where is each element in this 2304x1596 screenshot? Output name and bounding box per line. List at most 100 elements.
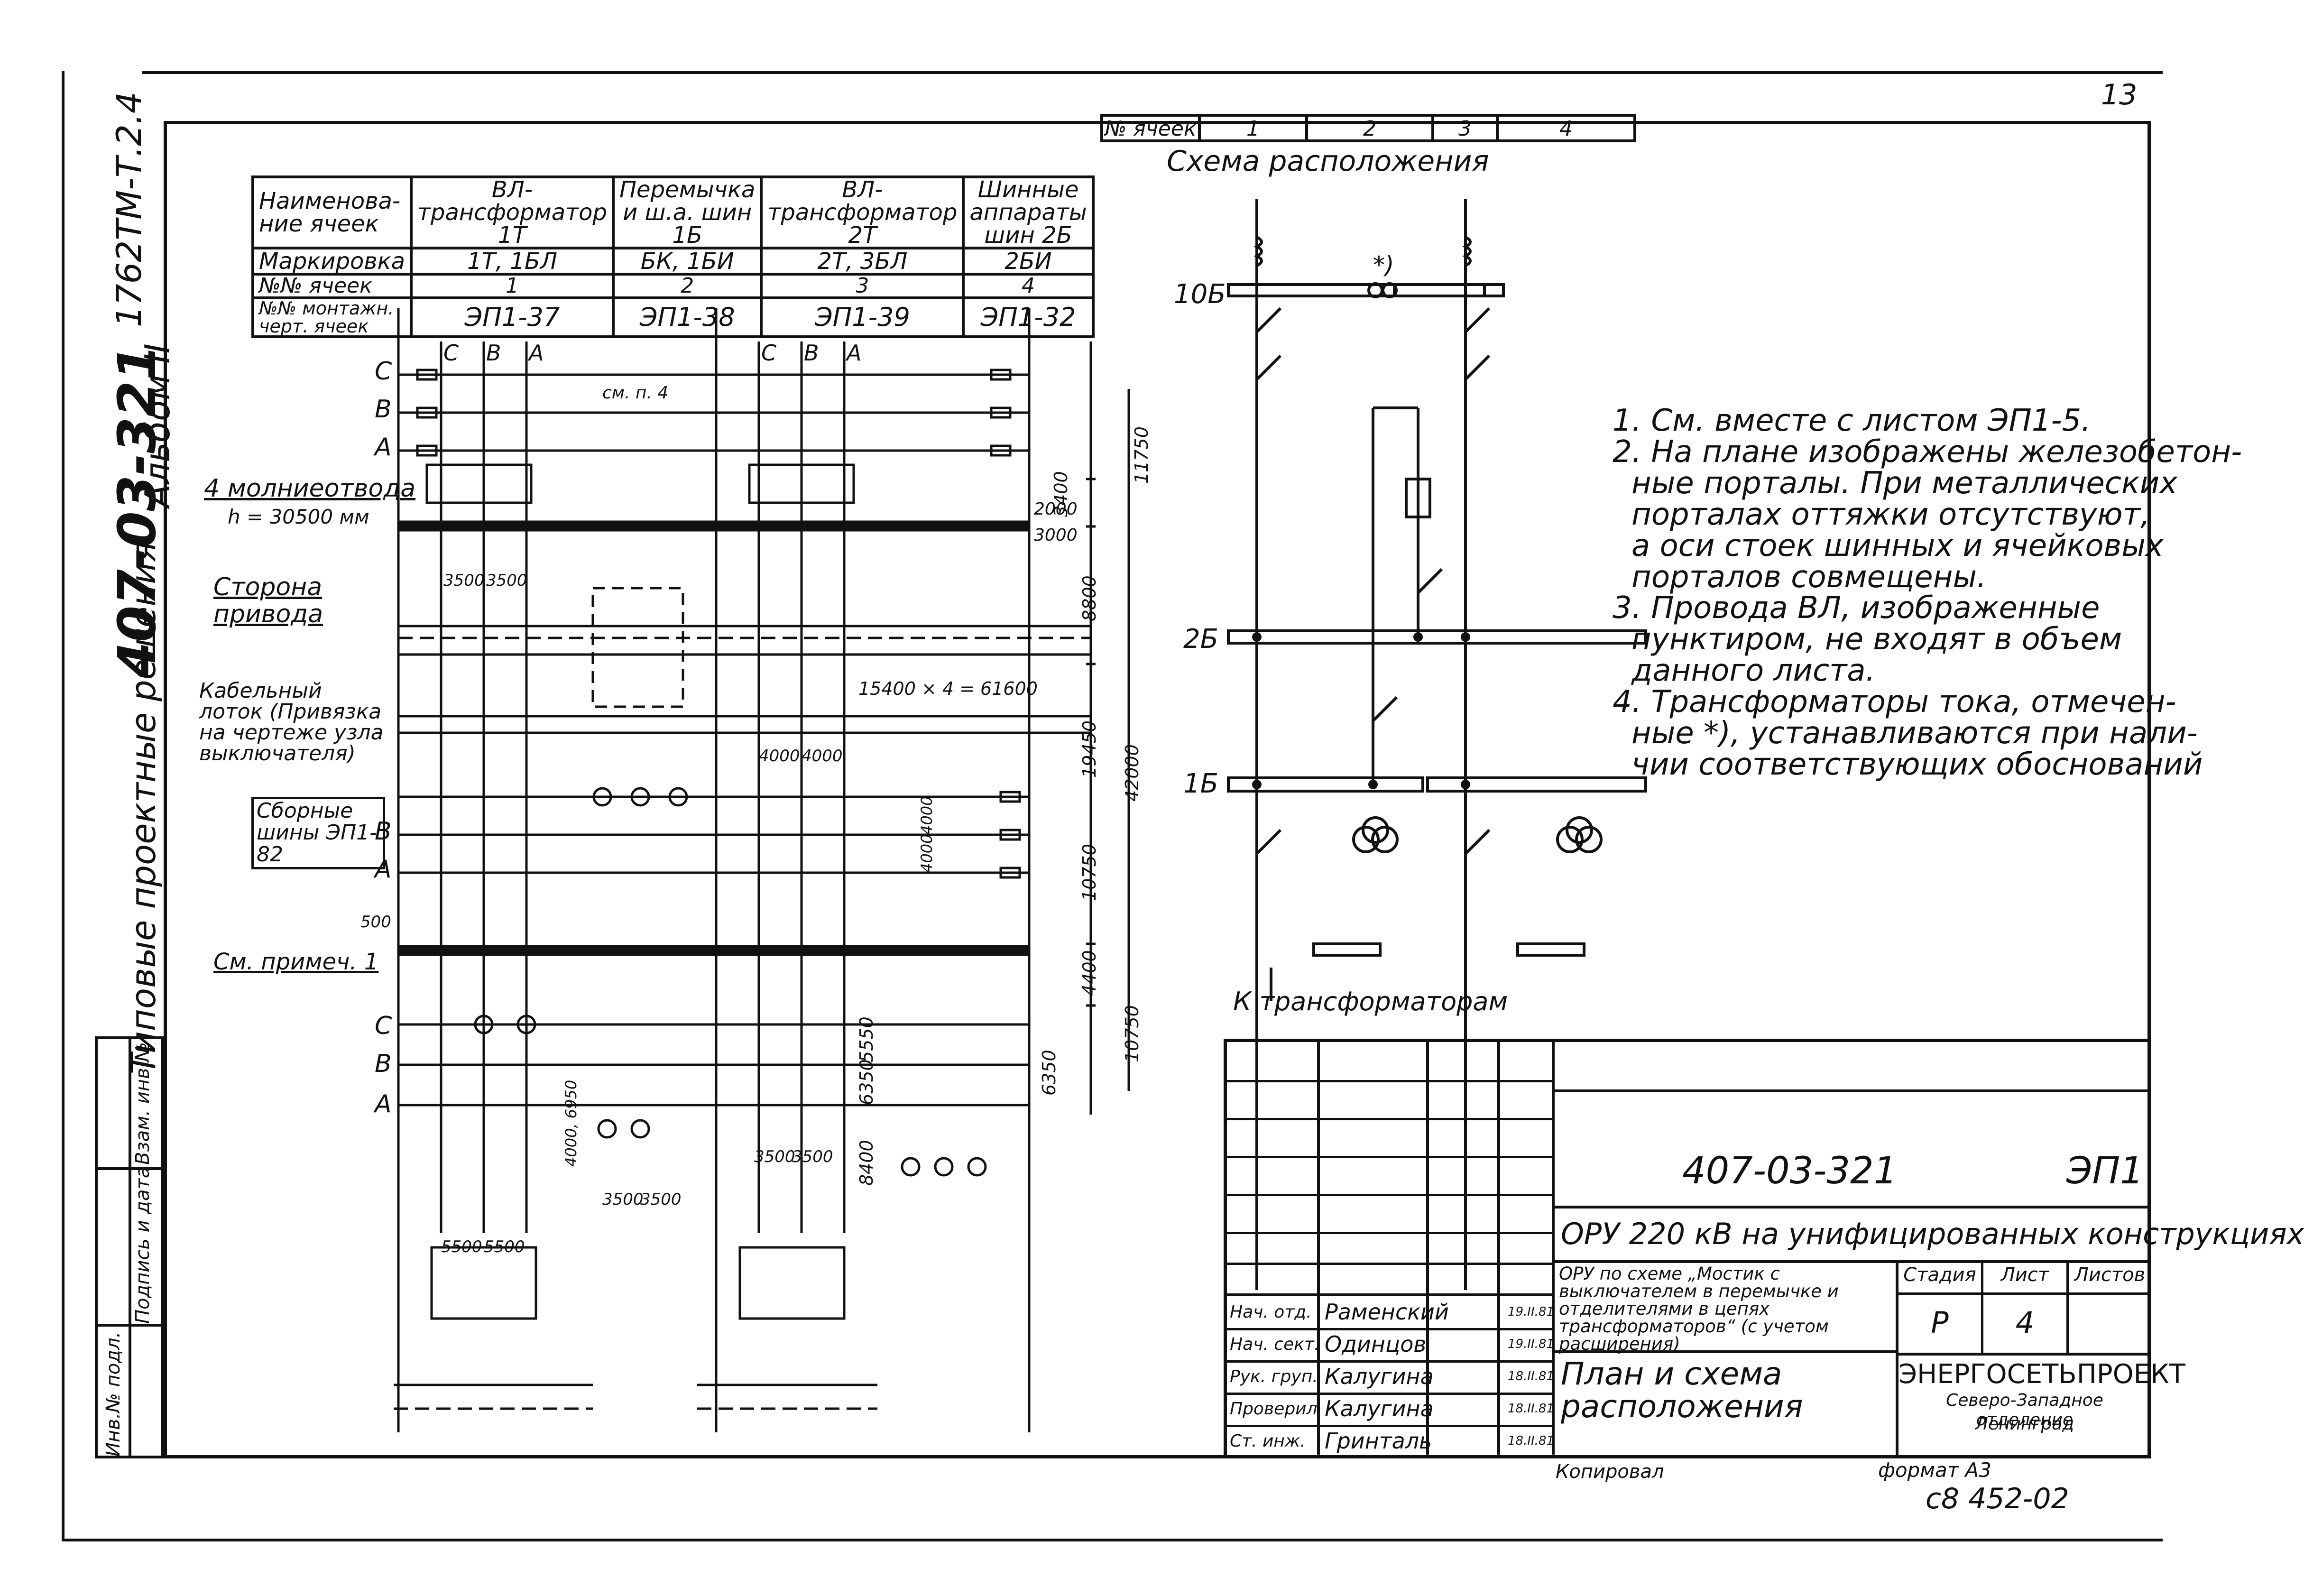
cell-table-cell: ВЛ-трансформатор 1Т	[410, 175, 615, 249]
cell-table-cell: БК, 1БИ	[611, 247, 763, 276]
note-line: данного листа.	[1631, 653, 1875, 689]
staff-role: Ст. инж.	[1230, 1431, 1306, 1451]
note-line: 3. Провода ВЛ, изображенные	[1613, 590, 2100, 626]
staff-name: Гринталь	[1324, 1428, 1432, 1454]
org-name: ЭНЕРГОСЕТЬПРОЕКТ	[1898, 1359, 2186, 1390]
dim-label: 3500	[602, 1190, 644, 1209]
dim-label: 5500	[484, 1237, 525, 1256]
scheme-bus-10b: 10Б	[1174, 279, 1226, 310]
value-stage: Р	[1931, 1305, 1949, 1340]
cell-table-cell: ЭП1-39	[760, 296, 965, 338]
staff-name: Одинцов	[1324, 1331, 1427, 1357]
dim-label: 3500	[486, 571, 527, 590]
title-block-sheet-code: ЭП1	[2066, 1150, 2144, 1192]
phase-label-a: А	[373, 855, 392, 884]
dim-label: 3500	[754, 1147, 795, 1166]
callout-see-note: См. примеч. 1	[213, 949, 379, 975]
cell-table-cell: 2	[611, 273, 763, 299]
cell-table-cell: 1Т, 1БЛ	[410, 247, 615, 276]
staff-date: 18.II.81	[1507, 1402, 1554, 1416]
outer-frame	[62, 71, 2163, 1541]
label-sheets: Листов	[2074, 1264, 2146, 1286]
staff-name: Калугина	[1324, 1364, 1434, 1389]
callout-see-p4: см. п. 4	[602, 383, 668, 403]
col-phase-a: А	[845, 340, 861, 366]
scheme-title: Схема расположения	[1167, 145, 1489, 178]
note-line: 1. См. вместе с листом ЭП1-5.	[1613, 403, 2091, 438]
cell-table-head: №№ ячеек	[251, 273, 413, 299]
title-block-object: ОРУ 220 кВ на унифицированных конструкци…	[1561, 1217, 2304, 1251]
cell-table-cell: 2БИ	[962, 247, 1095, 276]
callout-drive-side: Сторона привода	[213, 573, 323, 629]
dim-label: 11750	[1131, 426, 1152, 484]
cells-header-num-3: 3	[1434, 117, 1499, 141]
col-phase-c: С	[443, 340, 459, 366]
cell-table-cell: ЭП1-38	[611, 296, 763, 338]
phase-label-c: С	[375, 357, 392, 386]
note-line: 4. Трансформаторы тока, отмечен-	[1613, 684, 2176, 720]
dim-label: 3500	[792, 1147, 833, 1166]
org-city: Ленинград	[1975, 1414, 2074, 1434]
phase-label-c: С	[375, 1012, 392, 1040]
col-phase-b: В	[486, 340, 501, 366]
callout-arresters: 4 молниеотвода	[204, 474, 416, 503]
note-line: а оси стоек шинных и ячейковых	[1631, 528, 2164, 563]
cell-table-cell: Перемычка и ш.а. шин 1Б	[611, 175, 763, 249]
sheet-number: 13	[2101, 78, 2138, 111]
cell-table-cell: ЭП1-37	[410, 296, 615, 338]
dim-label: 10750	[1079, 844, 1100, 901]
staff-role: Нач. отд.	[1230, 1302, 1312, 1322]
phase-label-a: А	[373, 433, 392, 461]
staff-role: Проверил	[1230, 1399, 1318, 1419]
staff-date: 18.II.81	[1507, 1434, 1554, 1448]
staff-name: Калугина	[1324, 1396, 1434, 1421]
dim-label: 3000	[1034, 526, 1078, 545]
plan-drawing: С В А С В А С В А В А С В А см. п. 4 200…	[360, 308, 1152, 1432]
dim-label: 4000	[802, 747, 843, 766]
note-line: чии соответствующих обоснований	[1631, 747, 2203, 782]
cell-table-cell: ВЛ-трансформатор 2Т	[760, 175, 965, 249]
archive-number: с8 452-02	[1926, 1482, 2069, 1515]
dim-label: 8800	[1079, 575, 1100, 621]
phase-label-b: В	[375, 395, 392, 424]
note-line: ные порталы. При металлических	[1631, 465, 2178, 501]
staff-date: 18.II.81	[1507, 1369, 1554, 1384]
cell-table-cell: Шинные аппараты шин 2Б	[962, 175, 1095, 249]
dim-label: 4400	[1079, 950, 1100, 996]
dim-label: 2000	[1034, 499, 1078, 519]
dim-label: 3500	[640, 1190, 682, 1209]
cells-header-label: № ячеек	[1103, 117, 1201, 141]
format-label: формат А3	[1878, 1458, 1991, 1482]
cell-table-cell: 2Т, 3БЛ	[760, 247, 965, 276]
scheme-bus-2b: 2Б	[1183, 624, 1219, 655]
dim-label: 10750	[1122, 1005, 1143, 1062]
callout-busbars: Сборные шины ЭП1-82	[251, 797, 385, 869]
cell-table-head: Маркировка	[251, 247, 413, 276]
scheme-star-note: *)	[1373, 251, 1394, 279]
dim-label: 4000	[759, 747, 800, 766]
side-stamp: Инв.№ подл. Подпись и дата Взам. инв.№	[95, 1036, 164, 1458]
title-block-scheme-desc: ОРУ по схеме „Мостик с выключателем в пе…	[1559, 1264, 1839, 1354]
title-block-sheet-title: План и схема расположения	[1561, 1356, 1803, 1425]
staff-role: Нач. сект.	[1230, 1334, 1320, 1354]
cells-header: № ячеек 1 2 3 4	[1100, 114, 1636, 142]
label-stage: Стадия	[1903, 1264, 1976, 1286]
dim-label: 4000	[918, 796, 936, 835]
cell-table-cell: 1	[410, 273, 615, 299]
note-line: порталах оттяжки отсутствуют,	[1631, 497, 2150, 532]
dim-label: 8400	[856, 1140, 877, 1186]
callout-arrester-height: h = 30500 мм	[228, 505, 369, 528]
note-line: ные *), устанавливаются при нали-	[1631, 716, 2198, 751]
cell-table-head: Наименова-ние ячеек	[251, 175, 413, 249]
notes-block: 1. См. вместе с листом ЭП1-5. 2. На план…	[1613, 403, 2242, 782]
scheme-drawing	[1227, 199, 1647, 1290]
dim-label: 3500	[443, 571, 485, 590]
cell-table-head: №№ монтажн. черт. ячеек	[251, 296, 413, 338]
staff-name: Раменский	[1324, 1299, 1449, 1325]
title-block: Нач. отд. Раменский 19.II.81 Нач. сект. …	[1224, 1039, 2304, 1458]
dim-label: 4000	[918, 834, 936, 873]
dim-span: 15400 × 4 = 61600	[858, 678, 1038, 699]
dim-label: 500	[360, 913, 391, 932]
phase-label-b: В	[375, 1050, 392, 1078]
label-sheet: Лист	[2000, 1264, 2049, 1286]
